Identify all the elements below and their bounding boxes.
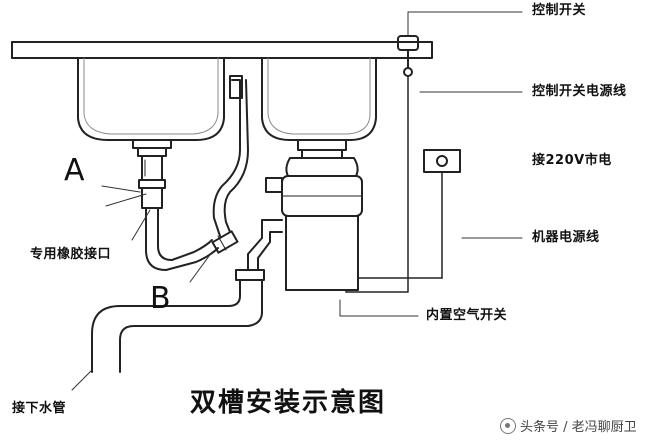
disposer-outlet-inner <box>257 231 283 271</box>
left-drain-hose-inner <box>157 207 213 261</box>
label-control-switch-cable: 控制开关电源线 <box>532 84 627 99</box>
label-mains-220v: 接220V市电 <box>532 153 612 168</box>
drain-collar <box>235 269 265 281</box>
toutiao-logo-icon <box>500 418 516 434</box>
label-point-b: B <box>150 281 171 316</box>
label-rubber-connector: 专用橡胶接口 <box>30 247 112 262</box>
disposer-outlet <box>247 219 283 271</box>
wall-outlet <box>357 149 461 279</box>
label-point-a: A <box>64 153 85 188</box>
label-builtin-air-switch: 内置空气开关 <box>426 308 508 323</box>
watermark-text: 头条号 / 老冯聊厨卫 <box>520 420 637 435</box>
b-connector <box>211 230 239 254</box>
left-drain-hose <box>145 207 219 271</box>
control-switch-cable <box>345 75 409 293</box>
label-machine-cable: 机器电源线 <box>532 230 600 245</box>
label-drain-pipe: 接下水管 <box>12 401 67 416</box>
overflow-clip <box>229 75 243 99</box>
diagram-title: 双槽安装示意图 <box>190 388 387 418</box>
right-sink-basin <box>261 57 377 141</box>
overflow-tube <box>212 79 241 237</box>
left-sink-shade <box>83 57 219 135</box>
leader-lines <box>71 11 523 391</box>
right-drain-fitting <box>297 139 347 159</box>
main-drain-pipe-inner <box>119 279 263 373</box>
watermark: 头条号 / 老冯聊厨卫 <box>500 418 637 434</box>
left-sink-basin <box>77 57 225 141</box>
overflow-tube-inner <box>223 79 249 233</box>
main-drain-pipe <box>91 279 241 373</box>
countertop <box>11 41 433 59</box>
disposer-unit <box>265 157 363 291</box>
left-drain-fitting <box>132 139 172 209</box>
right-sink-shade <box>267 57 371 135</box>
label-control-switch: 控制开关 <box>532 3 587 18</box>
